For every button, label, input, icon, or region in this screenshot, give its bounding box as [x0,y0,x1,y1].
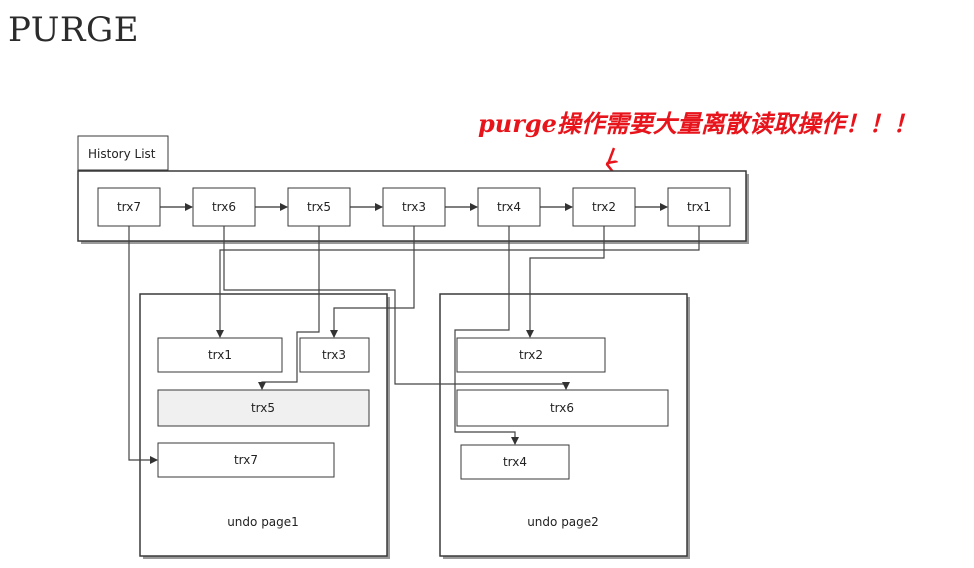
hl-item-label: trx5 [307,200,331,214]
page-title: PURGE [8,10,140,50]
purge-annotation: purge操作需要大量离散读取操作！！！ [478,109,917,138]
record-label: trx4 [503,455,527,469]
record-label: trx7 [234,453,258,467]
history-list-label: History List [88,147,156,161]
record-label: trx5 [251,401,275,415]
up2-record-trx6 [456,389,669,427]
hl-item-trx1 [667,187,731,227]
undo-page1: undo page1 trx1 trx3 trx5 trx7 [139,293,390,559]
up1-record-trx1 [157,337,283,373]
hl-item-trx2 [572,187,636,227]
record-label: trx1 [208,348,232,362]
up2-record-trx4 [460,444,570,480]
hl-item-label: trx7 [117,200,141,214]
wire-trx5 [258,226,320,390]
record-label: trx6 [550,401,574,415]
undo-page2-label: undo page2 [527,515,599,529]
hl-item-label: trx6 [212,200,236,214]
wire-trx7 [128,226,158,464]
hl-item-label: trx3 [402,200,426,214]
record-label: trx3 [322,348,346,362]
pointer-wires [128,226,700,464]
undo-page2: undo page2 trx2 trx6 trx4 [439,293,690,559]
wire-trx6 [223,226,570,390]
history-list-tab [77,135,169,171]
wire-trx2 [526,226,605,338]
wire-trx3 [330,226,415,338]
up1-record-trx7 [157,442,335,478]
up2-record-trx2 [456,337,606,373]
hl-item-label: trx1 [687,200,711,214]
up1-record-trx5 [157,389,370,427]
wire-trx4 [454,226,519,445]
hl-item-label: trx2 [592,200,616,214]
wire-trx1 [216,226,700,338]
annotation-arrow [608,147,614,164]
up1-record-trx3 [299,337,370,373]
hl-item-label: trx4 [497,200,521,214]
record-label: trx2 [519,348,543,362]
undo-page1-label: undo page1 [227,515,299,529]
